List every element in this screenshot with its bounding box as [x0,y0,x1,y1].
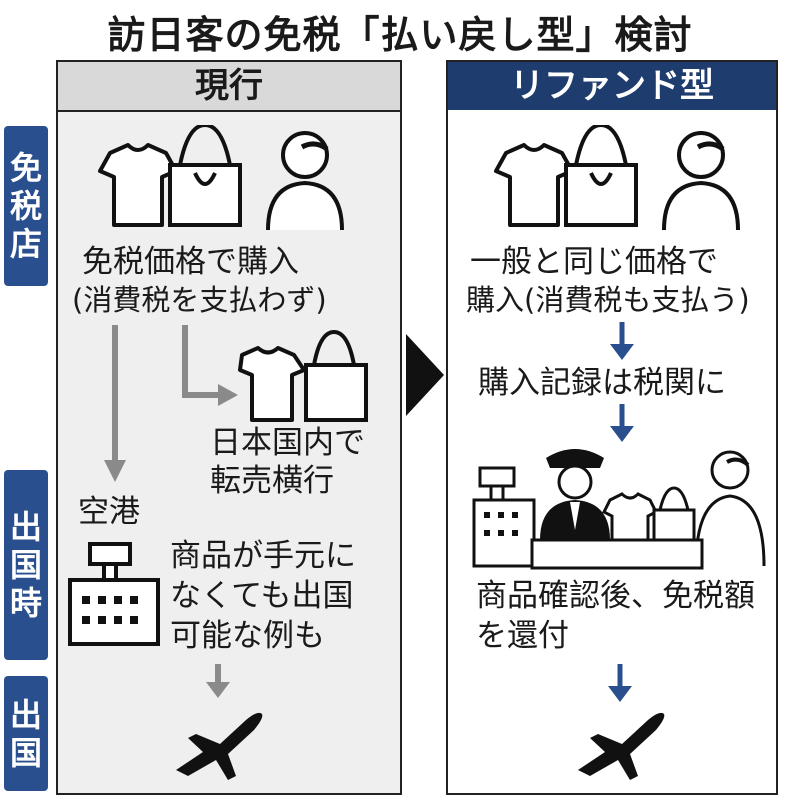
side-label-departure: 出 国 [4,676,48,791]
bag-icon [564,125,638,227]
airport-tower-icon [472,466,536,568]
bag-icon [304,330,368,422]
refund-line-2: を還付 [476,618,569,654]
airport-label: 空港 [78,494,140,530]
departure-note-line-2: なくても出国 [170,578,354,614]
right-store-icons [494,125,740,231]
side-char: 店 [9,225,42,263]
transition-arrow-icon [406,334,444,416]
bag-icon [652,486,696,542]
counter [530,538,704,570]
tshirt-icon [238,346,306,422]
airport-tower-icon [68,542,160,646]
customs-record-text: 購入記録は税関に [478,365,726,401]
current-system-header: 現行 [58,62,400,112]
resale-line-1: 日本国内で [210,425,365,461]
right-down-arrow-icon [610,322,634,360]
resale-items-icons [238,330,368,422]
person-icon [694,450,766,567]
side-char: 出 [9,695,42,734]
tshirt-icon [98,143,178,227]
side-char: 国 [9,546,42,584]
side-char: 時 [9,584,42,622]
left-purchase-line-1: 免税価格で購入 [82,244,299,280]
side-char: 国 [9,733,42,772]
side-char: 出 [9,508,42,546]
side-char: 免 [9,149,42,187]
right-purchase-line-2: 購入(消費税も支払う) [466,283,750,317]
airplane-icon [578,712,665,780]
refund-line-1: 商品確認後、免税額 [476,578,755,614]
side-label-store: 免 税 店 [4,126,48,286]
person-icon [662,131,740,231]
resale-line-2: 転売横行 [210,463,334,499]
left-flow-arrows [104,325,238,482]
departure-note-line-3: 可能な例も [170,618,325,654]
right-purchase-line-1: 一般と同じ価格で [470,244,718,280]
bag-icon [168,125,242,227]
right-down-arrow-icon [608,664,632,702]
page-title: 訪日客の免税「払い戻し型」検討 [107,13,693,57]
left-store-icons [98,125,344,231]
customs-scene [472,449,766,570]
departure-note-line-1: 商品が手元に [170,538,356,574]
side-char: 税 [9,187,42,225]
tshirt-icon [601,492,659,542]
airplane-icon [176,712,263,780]
person-icon [266,131,344,231]
turn-arrow-icon [182,325,220,398]
refund-system-header: リファンド型 [448,62,776,110]
left-down-arrow-icon [206,664,230,698]
left-purchase-line-2: (消費税を支払わず) [72,283,327,317]
customs-officer-icon [540,449,610,540]
right-down-arrow-icon [610,404,634,442]
tshirt-icon [494,143,574,227]
side-label-departure-time: 出 国 時 [4,470,48,660]
